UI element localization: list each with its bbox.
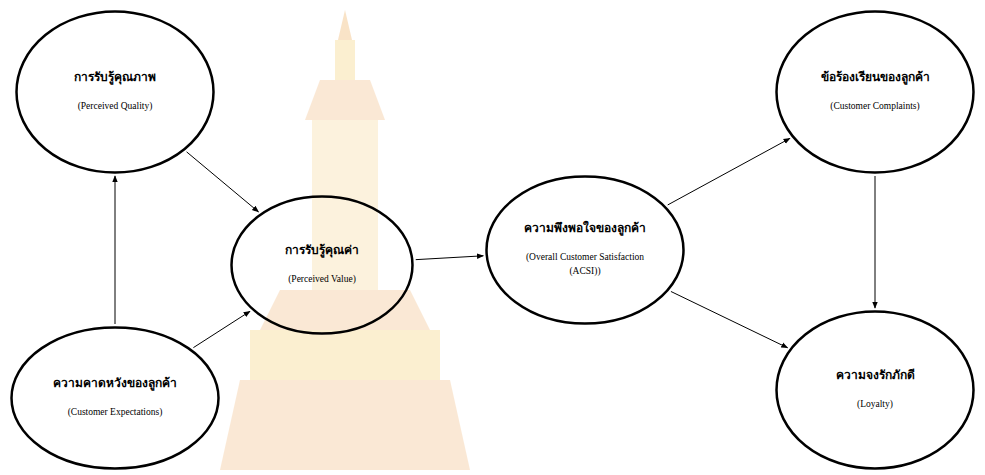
ellipse-outline [775,310,975,470]
arrow-connector [671,291,788,347]
node-text-group: การรับรู้คุณค่า (Perceived Value) [285,243,359,286]
ellipse-outline [775,10,975,174]
thai-heading: ความคาดหวังของลูกค้า [53,376,177,391]
ellipse-outline [10,326,220,470]
ellipse-node: การรับรู้คุณค่า (Perceived Value) [230,195,414,335]
ellipse-outline [230,195,414,335]
node-text-group: ความคาดหวังของลูกค้า (Customer Expectatio… [53,376,177,419]
node-text-group: ความพึงพอใจของลูกค้า (Overall Customer Sa… [524,221,646,279]
arrow-connector [115,176,116,324]
arrow-connector [193,311,250,347]
thai-heading: ความจงรักภักดี [836,368,915,383]
ellipse-node: ข้อร้องเรียนของลูกค้า (Customer Complaint… [775,10,975,174]
english-label: (Loyalty) [857,397,893,411]
ellipse-outline [15,10,215,174]
ellipse-node: การรับรู้คุณภาพ (Perceived Quality) [15,10,215,174]
arrow-connector [668,138,790,205]
node-text-group: ความจงรักภักดี (Loyalty) [836,368,915,411]
ellipse-node: ความจงรักภักดี (Loyalty) [775,310,975,470]
arrow-connector [416,256,484,260]
thai-heading: การรับรู้คุณภาพ [74,70,156,85]
arrow-connector [187,152,259,212]
arrow-connector [875,176,876,308]
english-label: (Customer Complaints) [830,99,919,113]
ellipse-node: ความคาดหวังของลูกค้า (Customer Expectatio… [10,326,220,470]
english-label: (Customer Expectations) [68,405,163,419]
english-label: (Overall Customer Satisfaction (ACSI)) [524,250,646,279]
english-label: (Perceived Quality) [78,99,153,113]
thai-heading: การรับรู้คุณค่า [285,243,359,258]
ellipse-node: ความพึงพอใจของลูกค้า (Overall Customer Sa… [485,175,685,325]
thai-heading: ความพึงพอใจของลูกค้า [524,221,646,236]
english-label: (Perceived Value) [288,272,356,286]
node-text-group: ข้อร้องเรียนของลูกค้า (Customer Complaint… [821,70,930,113]
node-text-group: การรับรู้คุณภาพ (Perceived Quality) [74,70,156,113]
ellipse-outline [485,175,685,325]
thai-heading: ข้อร้องเรียนของลูกค้า [821,70,930,85]
